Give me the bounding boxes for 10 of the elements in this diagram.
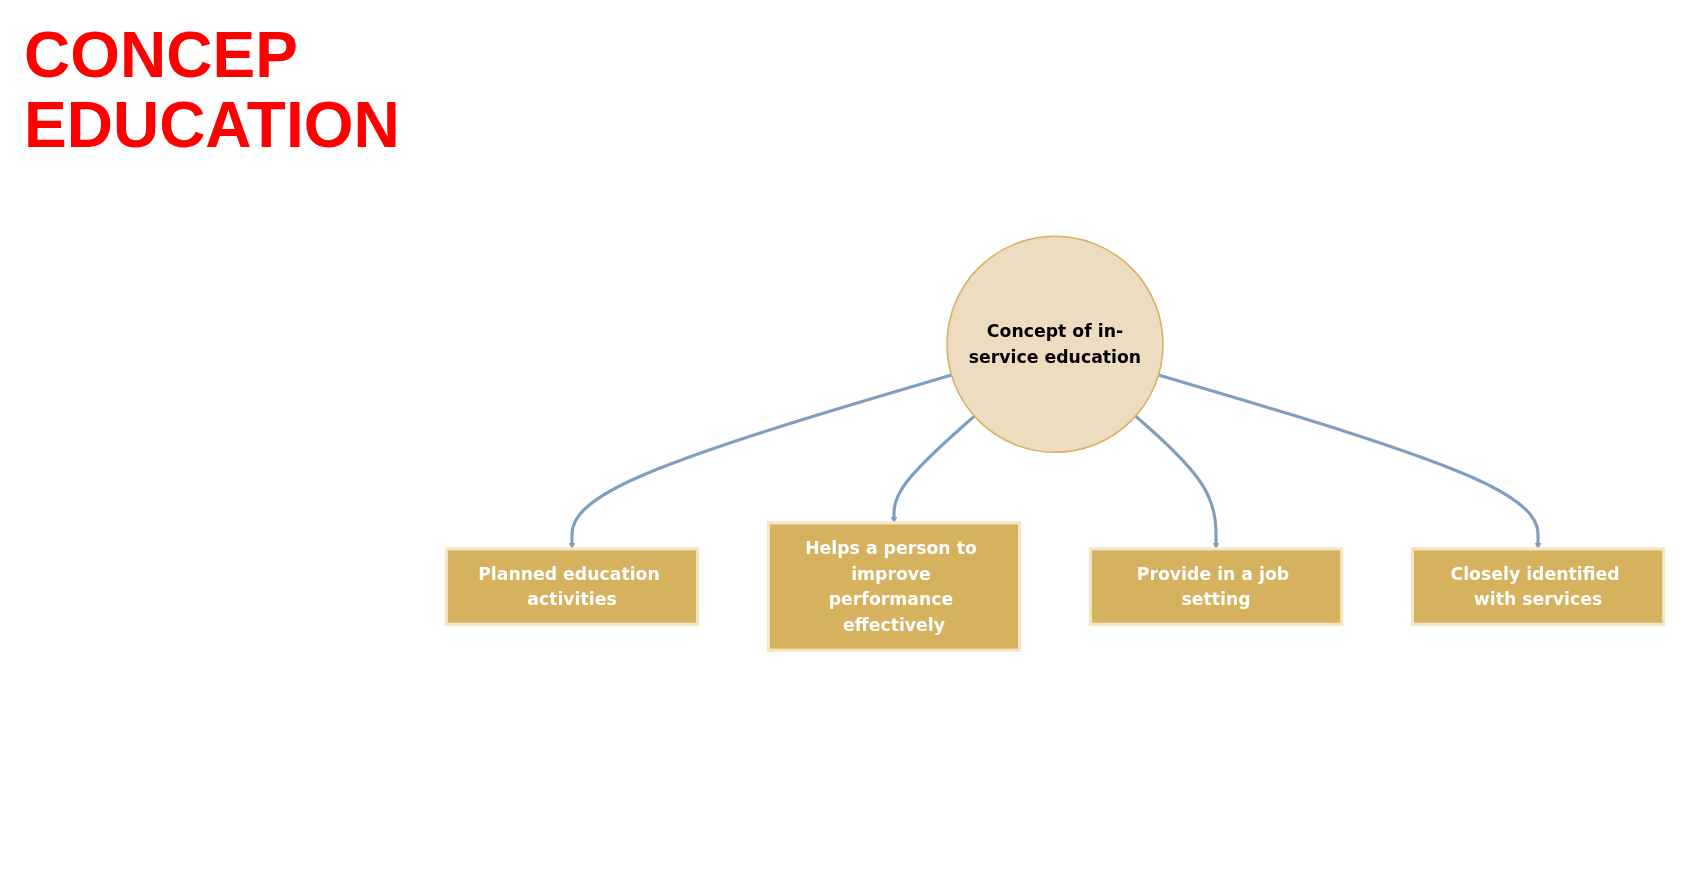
node-circle: Concept of in-service education <box>946 235 1164 454</box>
node-box: Provide in a job setting <box>1088 547 1344 627</box>
arrow <box>1134 415 1220 550</box>
node-box: Helps a person to improve performance effectively <box>766 521 1022 653</box>
arrow <box>568 373 952 550</box>
node-box: Closely identified with services <box>1410 547 1666 627</box>
node-box: Planned education activities <box>444 547 700 627</box>
arrow <box>1158 373 1542 550</box>
title: CONCEP EDUCATION <box>24 20 401 161</box>
arrow <box>890 415 976 524</box>
